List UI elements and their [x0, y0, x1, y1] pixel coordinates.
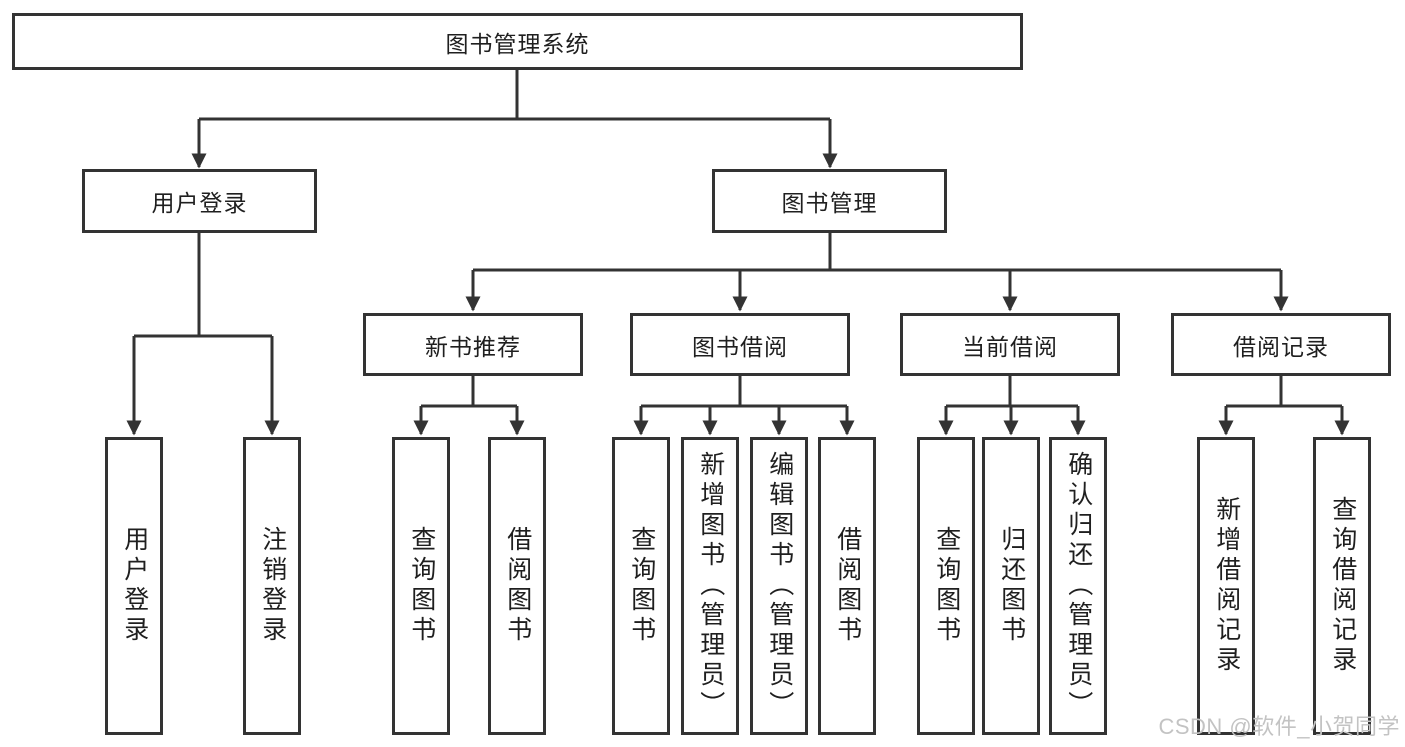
leaf-label: 归还图书 [997, 526, 1026, 646]
connector-mgmt-to-level3 [465, 233, 1289, 312]
leaf-label: 借阅图书 [503, 526, 532, 646]
leaf-query-books-newbook: 查询图书 [392, 437, 450, 735]
csdn-watermark: CSDN @软件_小贺同学 [1158, 714, 1400, 739]
node-library-system: 图书管理系统 [12, 13, 1023, 70]
leaf-label: 编辑图书（管理员） [765, 451, 794, 721]
connector-login-to-leaves [126, 233, 280, 436]
node-label: 图书管理系统 [445, 30, 590, 57]
leaf-return-books: 归还图书 [982, 437, 1040, 735]
connector-current-to-leaves [938, 376, 1086, 436]
node-current-borrow: 当前借阅 [900, 313, 1120, 376]
node-borrow-records: 借阅记录 [1171, 313, 1391, 376]
leaf-logout: 注销登录 [243, 437, 301, 735]
leaf-label: 新增借阅记录 [1212, 496, 1241, 676]
node-user-login: 用户登录 [82, 169, 317, 233]
node-label: 借阅记录 [1233, 333, 1329, 360]
leaf-query-books-current: 查询图书 [917, 437, 975, 735]
leaf-add-books-admin: 新增图书（管理员） [681, 437, 739, 735]
leaf-add-borrow-record: 新增借阅记录 [1197, 437, 1255, 735]
connector-root-to-level2 [191, 70, 838, 169]
leaf-query-books-borrow: 查询图书 [612, 437, 670, 735]
node-label: 新书推荐 [425, 333, 521, 360]
leaf-label: 查询图书 [932, 526, 961, 646]
node-label: 图书管理 [781, 190, 878, 216]
node-label: 图书借阅 [692, 333, 788, 360]
leaf-label: 查询图书 [627, 526, 656, 646]
leaf-label: 查询图书 [407, 526, 436, 646]
node-label: 用户登录 [151, 190, 248, 216]
node-new-book-recommend: 新书推荐 [363, 313, 583, 376]
leaf-label: 确认归还（管理员） [1064, 451, 1093, 721]
leaf-label: 借阅图书 [833, 526, 862, 646]
leaf-label: 新增图书（管理员） [696, 451, 725, 721]
leaf-borrow-books: 借阅图书 [818, 437, 876, 735]
connector-borrow-to-leaves [633, 376, 855, 436]
connector-newbook-to-leaves [413, 376, 525, 436]
node-book-management: 图书管理 [712, 169, 947, 233]
leaf-query-borrow-record: 查询借阅记录 [1313, 437, 1371, 735]
leaf-edit-books-admin: 编辑图书（管理员） [750, 437, 808, 735]
node-label: 当前借阅 [962, 333, 1058, 360]
leaf-borrow-books-newbook: 借阅图书 [488, 437, 546, 735]
leaf-user-login: 用户登录 [105, 437, 163, 735]
leaf-label: 查询借阅记录 [1328, 496, 1357, 676]
node-book-borrow: 图书借阅 [630, 313, 850, 376]
leaf-confirm-return-admin: 确认归还（管理员） [1049, 437, 1107, 735]
leaf-label: 用户登录 [120, 526, 149, 646]
leaf-label: 注销登录 [258, 526, 287, 646]
connector-records-to-leaves [1218, 376, 1350, 436]
